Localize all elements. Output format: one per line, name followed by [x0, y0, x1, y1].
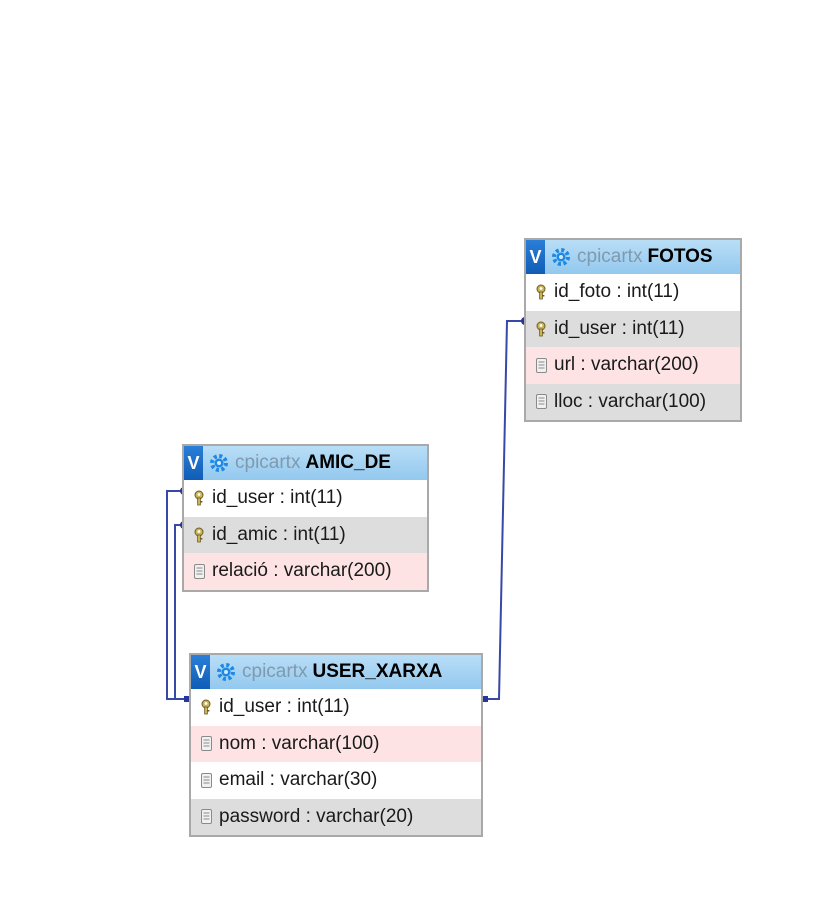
relation-line-fotos	[481, 320, 525, 700]
key-icon	[534, 284, 548, 300]
column-row[interactable]: id_user : int(11)	[526, 310, 740, 347]
table-header[interactable]: V cpicartx FOTOS	[526, 240, 740, 274]
gear-icon[interactable]	[551, 247, 571, 267]
table-amic-de[interactable]: V cpicartx AMIC_DE id_user : int(11) id_…	[182, 444, 429, 592]
table-name: USER_XARXA	[312, 661, 443, 682]
gear-icon[interactable]	[216, 662, 236, 682]
column-icon	[192, 563, 206, 579]
key-icon	[199, 699, 213, 715]
toggle-columns-button[interactable]: V	[184, 446, 203, 480]
column-label: relació : varchar(200)	[212, 560, 392, 582]
table-name: FOTOS	[647, 246, 713, 267]
relation-line-amic-amic	[174, 524, 189, 700]
column-label: id_amic : int(11)	[212, 523, 346, 545]
toggle-columns-button[interactable]: V	[191, 655, 210, 689]
column-row[interactable]: id_user : int(11)	[191, 689, 481, 726]
table-user-xarxa[interactable]: V cpicartx USER_XARXA id_user : int(11) …	[189, 653, 483, 837]
key-icon	[534, 321, 548, 337]
table-header[interactable]: V cpicartx AMIC_DE	[184, 446, 427, 480]
column-label: id_foto : int(11)	[554, 281, 680, 303]
key-icon	[192, 490, 206, 506]
column-row[interactable]: id_amic : int(11)	[184, 516, 427, 553]
table-name: AMIC_DE	[305, 452, 391, 473]
column-label: email : varchar(30)	[219, 769, 378, 791]
column-label: lloc : varchar(100)	[554, 390, 707, 412]
database-name: cpicartx	[235, 452, 301, 473]
column-row[interactable]: password : varchar(20)	[191, 798, 481, 835]
column-row[interactable]: id_foto : int(11)	[526, 274, 740, 311]
column-icon	[199, 772, 213, 788]
column-icon	[534, 394, 548, 410]
gear-icon[interactable]	[209, 453, 229, 473]
relation-anchor-user-right	[481, 696, 488, 702]
relation-anchor-user-left	[184, 696, 191, 702]
column-row[interactable]: nom : varchar(100)	[191, 725, 481, 762]
column-label: id_user : int(11)	[554, 317, 685, 339]
column-row[interactable]: email : varchar(30)	[191, 762, 481, 799]
toggle-columns-button[interactable]: V	[526, 240, 545, 274]
column-icon	[534, 357, 548, 373]
column-row[interactable]: url : varchar(200)	[526, 347, 740, 384]
column-icon	[199, 736, 213, 752]
column-label: id_user : int(11)	[219, 696, 350, 718]
column-row[interactable]: id_user : int(11)	[184, 480, 427, 517]
database-name: cpicartx	[577, 246, 643, 267]
table-fotos[interactable]: V cpicartx FOTOS id_foto : int(11) id_us…	[524, 238, 742, 422]
column-row[interactable]: lloc : varchar(100)	[526, 383, 740, 420]
column-label: password : varchar(20)	[219, 805, 414, 827]
table-header[interactable]: V cpicartx USER_XARXA	[191, 655, 481, 689]
column-row[interactable]: relació : varchar(200)	[184, 553, 427, 590]
column-label: url : varchar(200)	[554, 354, 699, 376]
column-label: id_user : int(11)	[212, 487, 343, 509]
column-icon	[199, 809, 213, 825]
column-label: nom : varchar(100)	[219, 732, 380, 754]
database-name: cpicartx	[242, 661, 308, 682]
key-icon	[192, 527, 206, 543]
